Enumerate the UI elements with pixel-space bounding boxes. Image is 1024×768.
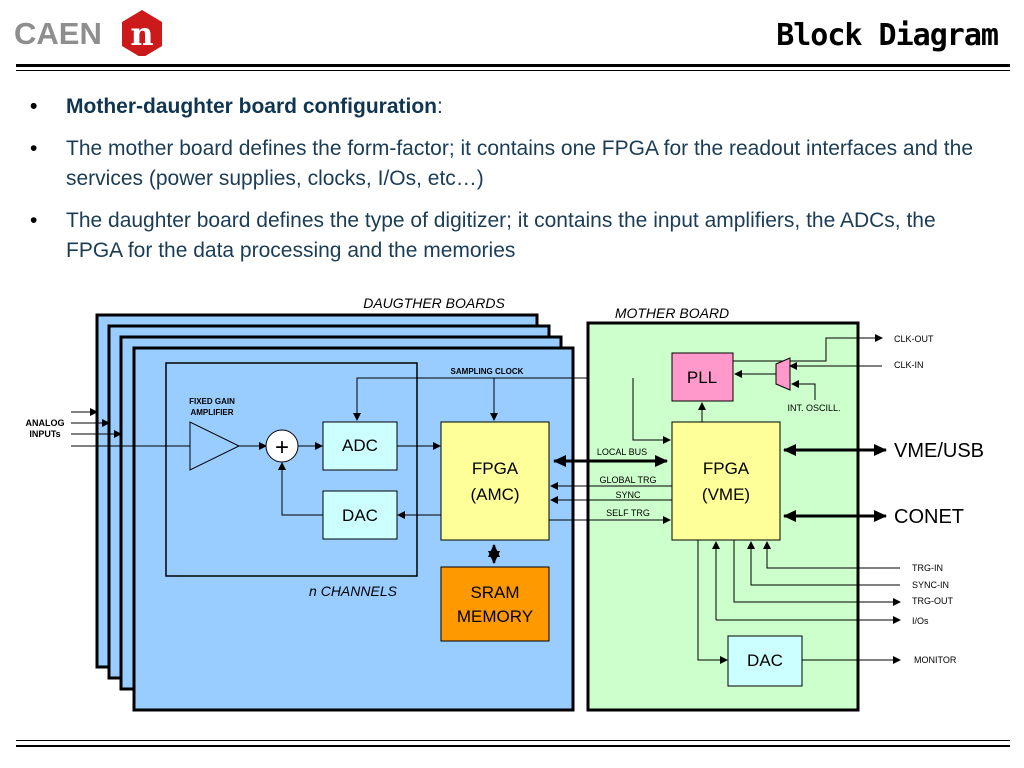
fixed-gain-label-1: FIXED GAIN (189, 397, 235, 406)
pll-label: PLL (687, 368, 717, 387)
dac-daughter-block (322, 490, 398, 540)
bullet-item: • The daughter board defines the type of… (30, 206, 990, 266)
analog-inputs-label-1: ANALOG (26, 418, 65, 428)
trg-in-label: TRG-IN (912, 563, 943, 573)
channel-box (165, 362, 418, 577)
n-channels-label: n CHANNELS (309, 583, 398, 599)
bullet-text: Mother-daughter board configuration (66, 95, 437, 118)
sram-block (440, 566, 550, 642)
bullet-text: The mother board defines the form-factor… (66, 137, 973, 190)
adc-block (322, 421, 398, 471)
local-bus-label: LOCAL BUS (597, 447, 647, 457)
bullet-list: • Mother-daughter board configuration: •… (30, 92, 990, 278)
fpga-vme-block (671, 421, 781, 541)
trg-out-arrow (733, 540, 901, 606)
sync-label: SYNC (615, 490, 641, 500)
int-oscill-label: INT. OSCILL. (787, 403, 840, 413)
footer-rule-thick (16, 745, 1010, 747)
header-rule-thin (16, 70, 1010, 71)
daughter-boards-label: DAUGTHER BOARDS (363, 295, 505, 311)
logo-hexagon (122, 10, 162, 56)
pll-block (671, 352, 734, 402)
fpga-amc-block (440, 421, 550, 541)
fixed-gain-label-2: AMPLIFIER (190, 408, 233, 417)
vme-usb-label: VME/USB (894, 440, 984, 462)
sram-label-1: SRAM (470, 583, 519, 602)
page-title: Block Diagram (776, 18, 999, 53)
global-trg-label: GLOBAL TRG (599, 475, 656, 485)
bullet-dot: • (30, 137, 38, 160)
dac-to-sum-arrow (278, 462, 323, 516)
pll-clk-out-arrow (733, 334, 883, 362)
osc-to-mux-arrow (791, 380, 816, 400)
sync-in-label: SYNC-IN (912, 580, 949, 590)
clk-in-label: CLK-IN (894, 360, 924, 370)
clock-to-fpga-vme-arrow (632, 378, 671, 444)
sum-symbol: + (275, 434, 289, 461)
fpga-amc-label-2: (AMC) (470, 485, 519, 504)
bullet-text: The daughter board defines the type of d… (66, 209, 936, 262)
bullet-item: • Mother-daughter board configuration: (30, 92, 990, 122)
sync-in-arrow (747, 541, 900, 586)
analog-inputs-label-2: INPUTs (29, 429, 60, 439)
logo-text: CAEN (14, 16, 102, 51)
clock-mux (775, 357, 791, 391)
sampling-clock-label: SAMPLING CLOCK (451, 367, 524, 376)
trg-in-arrow (763, 541, 900, 569)
fpga-vme-label-2: (VME) (702, 485, 750, 504)
dac-daughter-label: DAC (342, 506, 378, 525)
logo-mark: n (122, 10, 162, 56)
fpga-amc-label-1: FPGA (472, 459, 519, 478)
dac-mother-label: DAC (747, 651, 783, 670)
bullet-dot: • (30, 209, 38, 232)
ios-label: I/Os (912, 616, 929, 626)
bullet-item: • The mother board defines the form-fact… (30, 134, 990, 194)
fpga-to-dac-mother-arrow (697, 540, 728, 664)
clock-to-adc-arrow (353, 377, 672, 421)
fpga-vme-label-1: FPGA (703, 459, 750, 478)
footer-rule-thin (16, 740, 1010, 741)
sram-label-2: MEMORY (457, 607, 533, 626)
trg-out-label: TRG-OUT (912, 596, 953, 606)
dac-mother-block (727, 635, 803, 687)
mother-board-label: MOTHER BOARD (615, 305, 729, 321)
self-trg-label: SELF TRG (606, 508, 650, 518)
bullet-dot: • (30, 95, 38, 118)
header-rule-thick (16, 64, 1010, 67)
bullet-suffix: : (436, 95, 443, 118)
conet-label: CONET (894, 506, 964, 528)
monitor-label: MONITOR (914, 655, 957, 665)
amplifier-triangle (189, 421, 241, 471)
adc-label: ADC (342, 436, 378, 455)
caen-logo: CAEN n (14, 8, 164, 56)
logo-letter: n (130, 15, 153, 53)
clk-out-label: CLK-OUT (894, 334, 934, 344)
